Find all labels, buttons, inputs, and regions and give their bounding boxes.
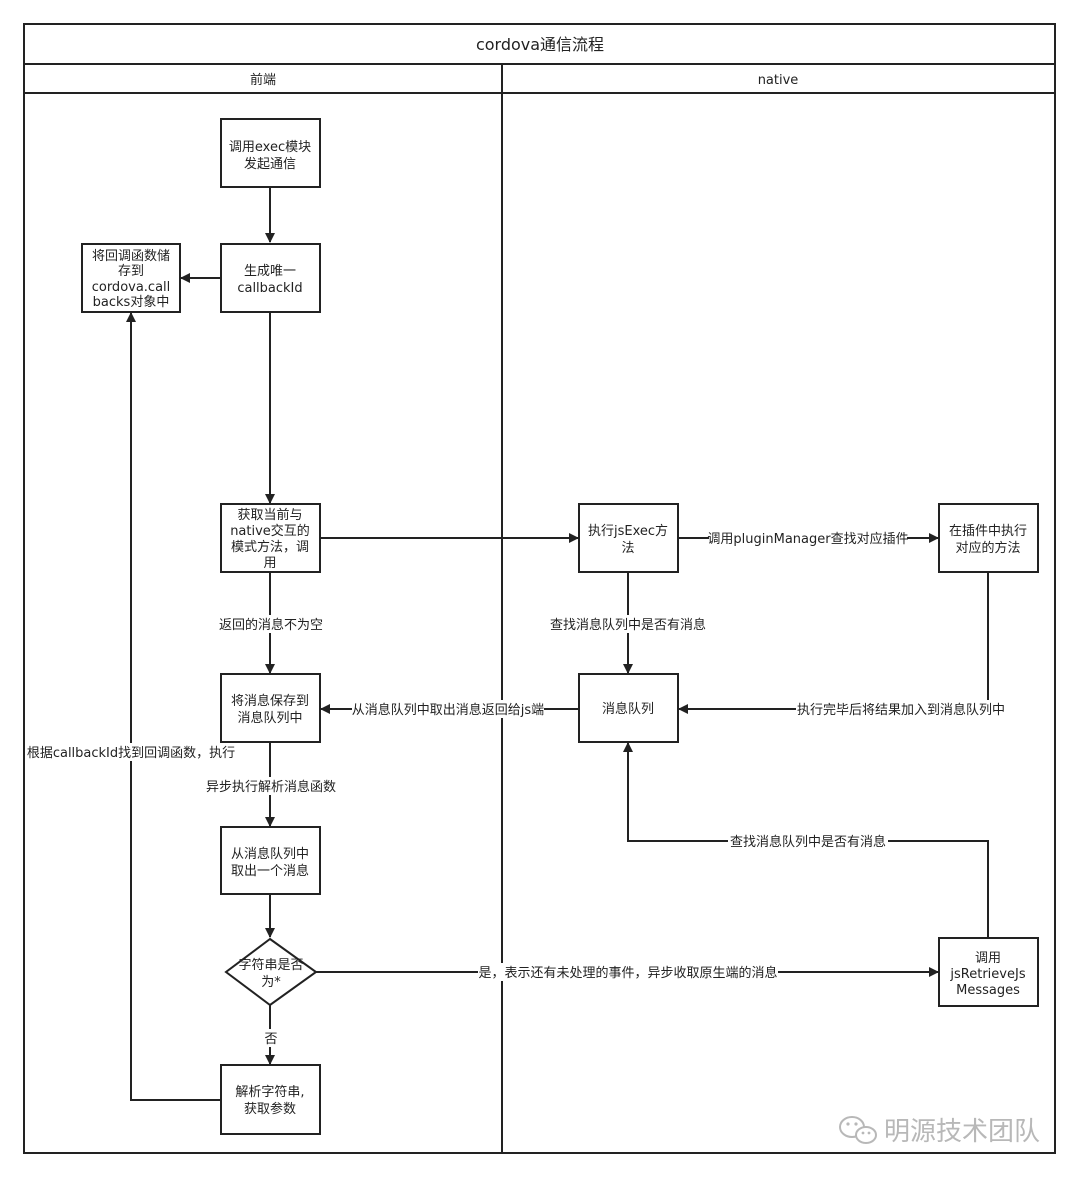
edge-parse-to-store bbox=[126, 312, 221, 1101]
node-decision-line1: 字符串是否 bbox=[238, 957, 303, 973]
edge-label-add-result: 执行完毕后将结果加入到消息队列中 bbox=[797, 702, 1005, 718]
node-getmode-line3: 模式方法，调 bbox=[231, 539, 309, 555]
node-get-mode: 获取当前与 native交互的 模式方法，调 用 bbox=[220, 503, 321, 573]
node-retrieve-line1: 调用 bbox=[975, 951, 1001, 966]
node-store-line1: 将回调函数储 bbox=[92, 249, 170, 264]
node-save-message: 将消息保存到 消息队列中 bbox=[220, 673, 321, 743]
swimlane-frame: cordova通信流程 前端 native bbox=[23, 23, 1056, 1154]
node-takemsg-line1: 从消息队列中 bbox=[231, 846, 309, 862]
diagram-title: cordova通信流程 bbox=[476, 35, 604, 54]
node-getmode-line1: 获取当前与 bbox=[237, 507, 302, 523]
node-parse-line1: 解析字符串, bbox=[235, 1084, 304, 1100]
node-parse-string: 解析字符串, 获取参数 bbox=[220, 1064, 321, 1135]
edge-label-check-queue-top: 查找消息队列中是否有消息 bbox=[550, 617, 706, 633]
node-js-exec: 执行jsExec方 法 bbox=[578, 503, 679, 573]
edge-label-plugin-manager: 调用pluginManager查找对应插件 bbox=[707, 531, 908, 547]
edge-label-yes: 是，表示还有未处理的事件，异步收取原生端的消息 bbox=[478, 965, 777, 981]
watermark: 明源技术团队 bbox=[839, 1116, 1040, 1147]
edge-label-return-js: 从消息队列中取出消息返回给js端 bbox=[352, 702, 544, 718]
node-exec-line2: 发起通信 bbox=[244, 156, 296, 172]
node-retrieve-messages: 调用 jsRetrieveJs Messages bbox=[938, 937, 1039, 1007]
node-jsexec-line1: 执行jsExec方 bbox=[588, 523, 668, 539]
edge-label-check-queue-bottom: 查找消息队列中是否有消息 bbox=[730, 834, 886, 850]
node-savemsg-line1: 将消息保存到 bbox=[231, 693, 309, 709]
node-jsexec-line2: 法 bbox=[621, 541, 634, 556]
node-genid-line2: callbackId bbox=[237, 281, 302, 296]
node-savemsg-line2: 消息队列中 bbox=[237, 710, 302, 726]
edge-label-find-callback: 根据callbackId找到回调函数，执行 bbox=[27, 746, 235, 761]
node-exec-line1: 调用exec模块 bbox=[229, 140, 311, 155]
edge-label-async-parse: 异步执行解析消息函数 bbox=[206, 779, 336, 795]
node-exec: 调用exec模块 发起通信 bbox=[220, 118, 321, 188]
node-plugin-line2: 对应的方法 bbox=[955, 540, 1020, 556]
pool-border bbox=[23, 23, 1056, 1154]
node-take-message: 从消息队列中 取出一个消息 bbox=[220, 826, 321, 895]
edge-label-no: 否 bbox=[264, 1032, 277, 1047]
node-retrieve-line2: jsRetrieveJs bbox=[949, 967, 1025, 982]
node-decision-line2: 为* bbox=[261, 975, 281, 990]
node-retrieve-line3: Messages bbox=[956, 983, 1020, 998]
node-store-callback: 将回调函数储 存到 cordova.call backs对象中 bbox=[81, 243, 181, 313]
node-plugin-execute: 在插件中执行 对应的方法 bbox=[938, 503, 1039, 573]
node-message-queue: 消息队列 bbox=[578, 673, 679, 743]
node-queue-line1: 消息队列 bbox=[602, 701, 654, 717]
lane-title-native: native bbox=[758, 73, 799, 88]
node-store-line2: 存到 bbox=[118, 264, 144, 279]
node-decision-is-star: 字符串是否 为* bbox=[224, 937, 318, 1007]
watermark-text: 明源技术团队 bbox=[884, 1117, 1040, 1147]
nodes: 调用exec模块 发起通信 生成唯一 callbackId 将回调函数储 存到 … bbox=[81, 118, 1039, 1135]
node-store-line3: cordova.call bbox=[92, 280, 171, 295]
wechat-icon bbox=[839, 1116, 877, 1144]
edge-label-not-empty: 返回的消息不为空 bbox=[219, 617, 323, 633]
node-takemsg-line2: 取出一个消息 bbox=[231, 863, 309, 879]
node-parse-line2: 获取参数 bbox=[244, 1101, 296, 1117]
node-generate-callback-id: 生成唯一 callbackId bbox=[220, 243, 321, 313]
node-store-line4: backs对象中 bbox=[93, 295, 170, 310]
edge-labels: 返回的消息不为空 异步执行解析消息函数 否 根据callbackId找到回调函数… bbox=[27, 529, 1006, 1047]
node-getmode-line2: native交互的 bbox=[230, 523, 310, 539]
node-genid-line1: 生成唯一 bbox=[244, 264, 296, 279]
node-getmode-line4: 用 bbox=[263, 556, 276, 571]
node-plugin-line1: 在插件中执行 bbox=[949, 524, 1027, 539]
lane-title-frontend: 前端 bbox=[250, 72, 276, 88]
